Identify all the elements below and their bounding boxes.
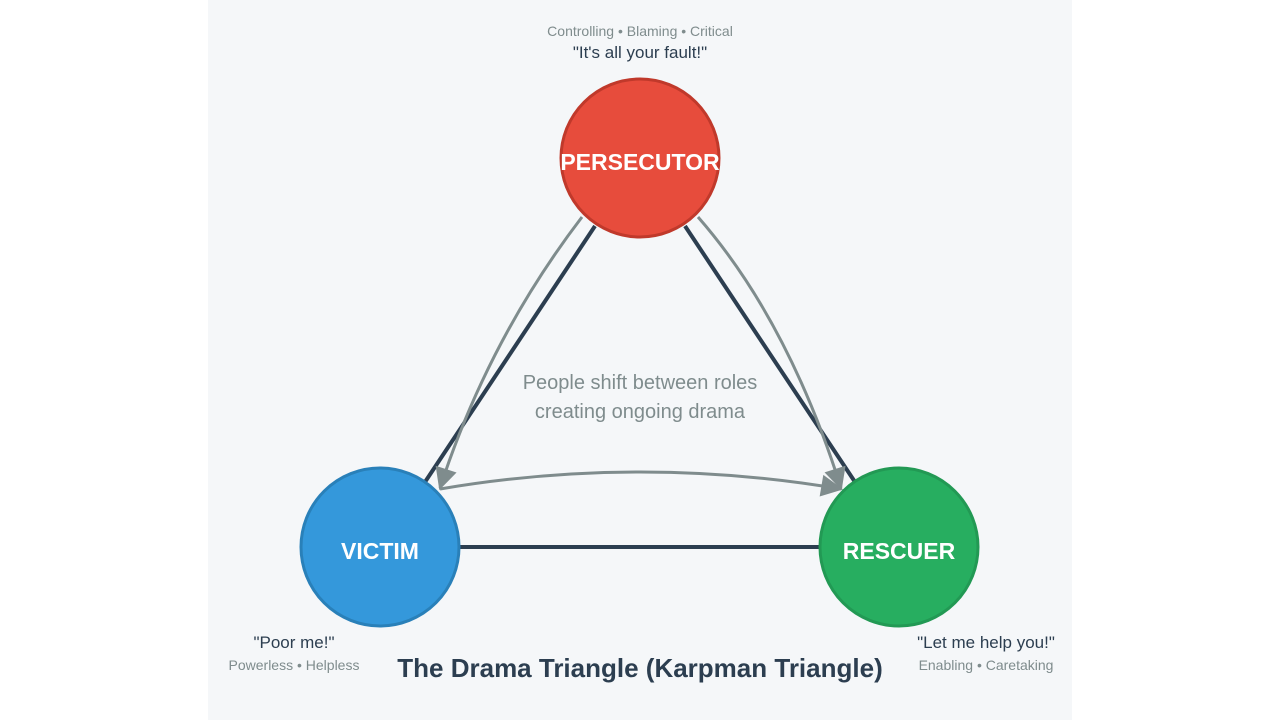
role-victim: VICTIM "Poor me!" Powerless • Helpless — [229, 466, 461, 673]
rescuer-label: RESCUER — [843, 538, 956, 564]
rescuer-node — [818, 466, 980, 628]
diagram-title: The Drama Triangle (Karpman Triangle) — [397, 653, 882, 683]
victim-quote: "Poor me!" — [253, 633, 334, 652]
role-rescuer: RESCUER "Let me help you!" Enabling • Ca… — [818, 466, 1055, 673]
persecutor-quote: "It's all your fault!" — [573, 43, 707, 62]
arrow-persecutor-to-rescuer — [696, 216, 846, 491]
role-persecutor: Controlling • Blaming • Critical "It's a… — [547, 23, 733, 239]
persecutor-label: PERSECUTOR — [560, 149, 720, 175]
arrow-victim-to-rescuer — [439, 470, 844, 497]
rescuer-traits: Enabling • Caretaking — [919, 657, 1054, 673]
persecutor-node — [559, 77, 721, 239]
persecutor-traits: Controlling • Blaming • Critical — [547, 23, 733, 39]
arrow-persecutor-to-victim — [435, 216, 584, 491]
center-note-line-2: creating ongoing drama — [535, 401, 746, 423]
diagram-canvas: Controlling • Blaming • Critical "It's a… — [208, 0, 1072, 720]
edge-persecutor-rescuer — [683, 224, 857, 484]
edge-persecutor-victim — [423, 224, 597, 484]
victim-label: VICTIM — [341, 538, 419, 564]
victim-traits: Powerless • Helpless — [229, 657, 360, 673]
drama-triangle-diagram: Controlling • Blaming • Critical "It's a… — [229, 23, 1055, 683]
center-note-line-1: People shift between roles — [523, 372, 758, 394]
victim-node — [299, 466, 461, 628]
rescuer-quote: "Let me help you!" — [917, 633, 1055, 652]
